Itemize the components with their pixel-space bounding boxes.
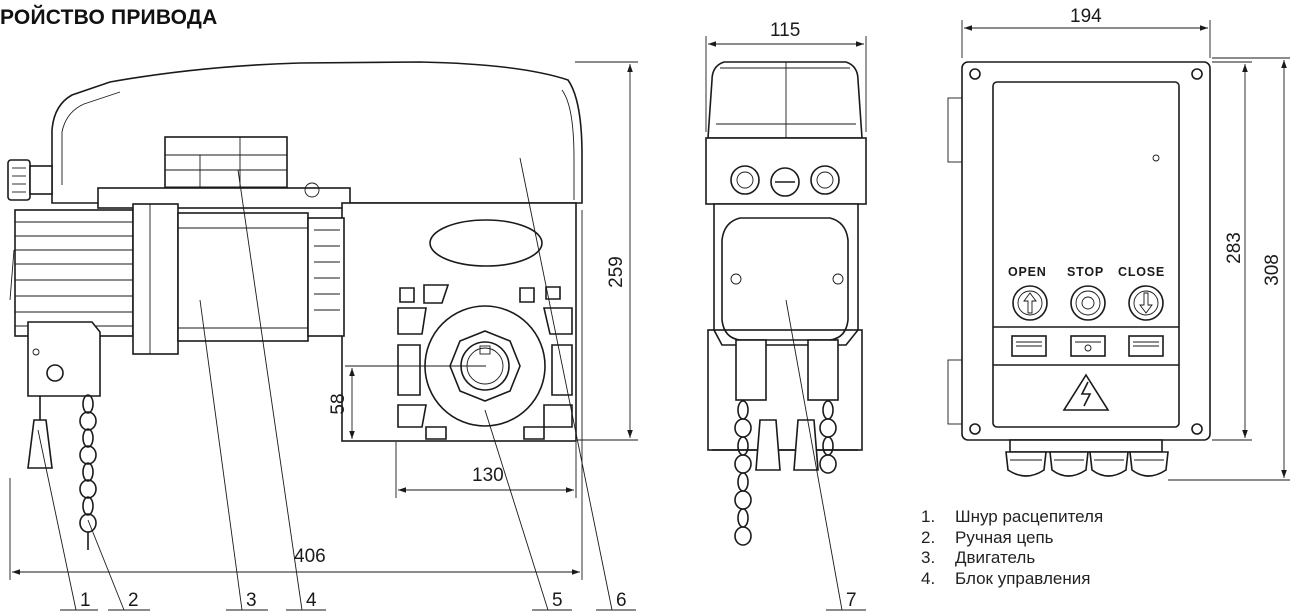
legend-item-label: Ручная цепь [955,527,1054,547]
control-buttons: OPEN STOP CLOSE [1008,265,1165,357]
stop-button-label: STOP [1067,265,1104,279]
motor [9,203,345,355]
dimension-308: 308 [1168,57,1290,481]
dimension-259-label: 259 [606,256,627,288]
dimension-283: 283 [1212,61,1252,441]
dimension-308-label: 308 [1262,254,1283,286]
front-view: 115 [705,20,867,546]
legend-item-label: Двигатель [955,548,1036,567]
dimension-406: 406 [9,210,583,580]
hand-chain [79,394,97,550]
dimension-58-label: 58 [328,393,349,414]
legend-item-number: 3. [921,548,936,567]
control-box: OPEN STOP CLOSE [947,6,1290,481]
front-chains [734,339,839,546]
stop-button[interactable] [1070,285,1106,321]
callout-6: 6 [616,590,627,611]
gearbox-ribs [397,284,573,440]
release-cord [27,396,53,469]
cable-gland [7,159,53,201]
callout-4: 4 [306,590,317,611]
close-button[interactable] [1128,285,1164,321]
legend-item-label: Блок управления [955,568,1091,588]
callout-2: 2 [128,590,139,611]
callout-3: 3 [246,590,257,611]
legend-item: 4. Блок управления [921,569,1103,590]
legend-item-number: 4. [921,568,936,588]
side-view: 406 259 130 58 [7,61,638,580]
dimension-259: 259 [575,61,638,441]
dimension-58: 58 [328,365,486,442]
legend-item-label: Шнур расцепителя [955,507,1104,526]
dimension-115-label: 115 [770,20,800,41]
callout-1: 1 [80,590,91,611]
dimension-194: 194 [961,6,1211,58]
housing-cover [51,61,583,204]
dimension-283-label: 283 [1224,232,1245,264]
legend-item: 2. Ручная цепь [921,528,1103,549]
dimension-130: 130 [395,442,577,498]
page-title: РОЙСТВО ПРИВОДА [0,6,218,29]
open-button-label: OPEN [1008,265,1047,279]
legend-item-number: 2. [921,527,936,547]
front-glands [730,165,840,197]
open-button[interactable] [1012,285,1048,321]
dimension-194-label: 194 [1070,6,1102,27]
legend-item: 3. Двигатель [921,548,1103,569]
gearbox-window [429,219,543,267]
callout-5: 5 [552,590,563,611]
release-bracket [27,321,101,397]
legend-item: 1. Шнур расцепителя [921,507,1103,528]
dimension-115: 115 [705,20,867,132]
dimension-130-label: 130 [472,465,504,486]
callout-numbers: 1 2 3 4 5 6 7 [80,590,857,611]
callout-leaders [37,157,866,611]
high-voltage-icon [1062,373,1110,411]
parts-legend: 1. Шнур расцепителя 2. Ручная цепь 3. Двига… [921,507,1103,589]
box-cable-glands [1005,439,1169,477]
legend-item-number: 1. [921,507,936,526]
callout-7: 7 [846,590,857,611]
close-button-label: CLOSE [1118,265,1165,279]
dimension-406-label: 406 [294,546,326,567]
